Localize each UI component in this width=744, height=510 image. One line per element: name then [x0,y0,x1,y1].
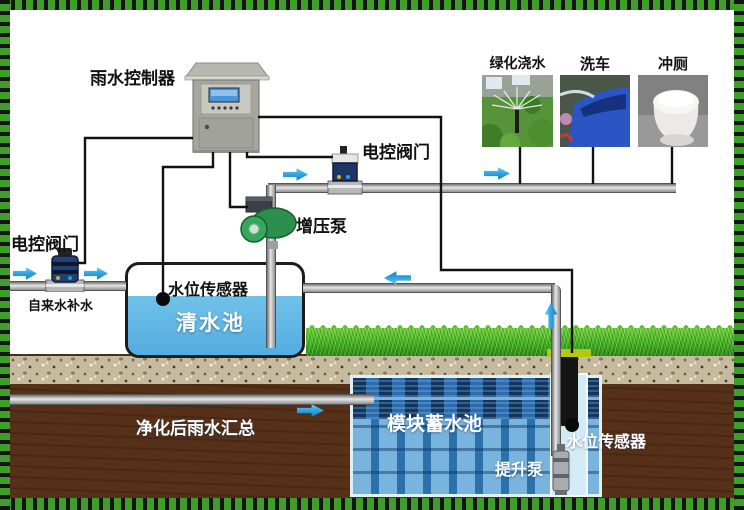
toilet-photo [638,75,708,147]
module-tank-label: 模块蓄水池 [387,413,483,435]
lift-pump-device [552,444,570,495]
controller-label: 雨水控制器 [90,69,175,89]
shaft-collar [547,349,591,357]
tap-water-label: 自来水补水 [28,299,94,314]
frame-border-left [0,0,10,510]
clean-tank-level-sensor-dot [156,292,170,306]
grass-fringe [306,322,737,330]
wire-to-left-valve [77,136,193,265]
buried-rainwater-pipe [10,394,374,405]
storage-tank-level-sensor-dot [565,418,579,432]
booster-suction-pipe [266,185,276,348]
clean-tank-label: 清水池 [176,311,245,335]
frame-border-bottom [0,498,744,510]
irrigation-photo [482,75,553,147]
module-row [353,400,599,419]
lift-riser-pipe [551,285,561,456]
frame-border-top [0,0,744,10]
lift-pump-label: 提升泵 [495,460,544,479]
wire-to-clean-tank-sensor [161,152,215,294]
sensor-casing [558,354,578,426]
main-supply-pipe [268,183,676,193]
module-row-gap [353,397,599,400]
frame-border-right [734,0,744,510]
collected-rainwater-label: 净化后雨水汇总 [136,419,255,439]
wire-to-booster-pump [228,152,248,209]
wire-to-right-valve [245,152,333,159]
electric-valve-left [45,248,85,292]
valve-right-label: 电控阀门 [362,143,430,163]
module-row [353,378,599,397]
booster-pump-label: 增压泵 [296,217,347,237]
car-wash-photo [560,75,630,147]
clean-tank-sensor-label: 水位传感器 [168,280,249,299]
wire-to-storage-sensor [258,115,574,353]
rainwater-controller-cabinet [184,62,270,153]
grass-layer [306,328,737,356]
usage-label-car-wash: 洗车 [579,55,610,73]
booster-pump [240,196,297,249]
storage-sensor-label: 水位传感器 [566,432,647,451]
usage-label-irrigation: 绿化浇水 [489,56,546,72]
usage-label-toilet: 冲厕 [657,55,688,73]
electric-valve-right [327,146,363,195]
return-pipe [303,283,555,293]
valve-left-label: 电控阀门 [11,235,79,255]
